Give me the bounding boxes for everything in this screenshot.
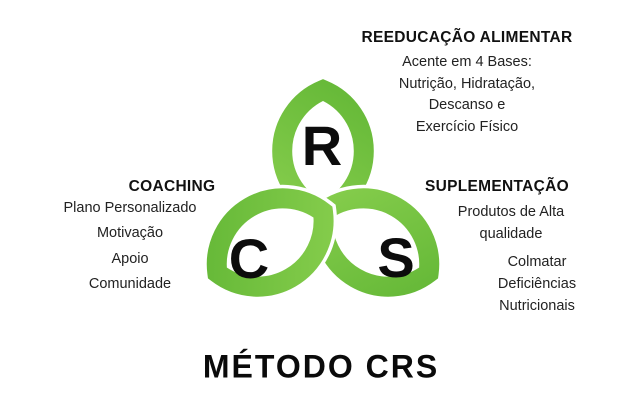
page-title: MÉTODO CRS bbox=[202, 348, 440, 385]
text-line: Colmatar bbox=[507, 254, 567, 270]
triquetra-petal-top bbox=[272, 79, 374, 223]
section-suplementacao-group1: Produtos de Alta qualidade bbox=[411, 201, 611, 245]
text-line: Produtos de Alta bbox=[457, 204, 565, 220]
letter-r: R bbox=[301, 114, 343, 177]
text-line: Acente em 4 Bases: bbox=[402, 54, 532, 70]
heading-coaching: COACHING bbox=[128, 178, 216, 195]
triquetra-knot bbox=[203, 75, 443, 301]
triquetra-petal-left bbox=[206, 188, 334, 297]
triquetra-petal-right bbox=[312, 188, 440, 297]
letter-c: C bbox=[228, 227, 270, 290]
text-line: Exercício Físico bbox=[415, 118, 519, 135]
text-line: Plano Personalizado bbox=[63, 200, 197, 216]
letter-s: S bbox=[377, 226, 415, 289]
text-line: qualidade bbox=[479, 226, 543, 242]
text-line: Apoio bbox=[111, 250, 149, 267]
heading-suplementacao: SUPLEMENTAÇÃO bbox=[425, 178, 569, 195]
section-suplementacao-group2: Colmatar Deficiências Nutricionais bbox=[437, 251, 637, 317]
text-line: Nutricionais bbox=[499, 298, 575, 314]
text-line: Motivação bbox=[96, 225, 164, 242]
section-coaching-lines: Plano Personalizado Motivação Apoio Comu… bbox=[30, 196, 230, 297]
text-line: Descanso e bbox=[428, 97, 506, 113]
text-line: Comunidade bbox=[88, 275, 172, 292]
text-line: Nutrição, Hidratação, bbox=[398, 75, 536, 92]
heading-reeducacao-alimentar: REEDUCAÇÃO ALIMENTAR bbox=[361, 29, 573, 46]
section-reeducacao-lines: Acente em 4 Bases: Nutrição, Hidratação,… bbox=[347, 52, 587, 138]
text-line: Deficiências bbox=[497, 276, 577, 292]
